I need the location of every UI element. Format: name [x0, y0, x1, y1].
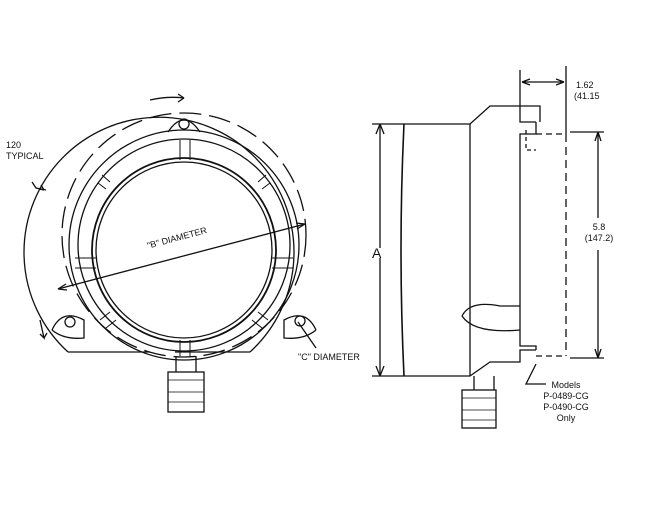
front-view — [23, 93, 317, 413]
c-diameter-label: "C" DIAMETER — [298, 352, 360, 362]
models-note-line4: Only — [556, 413, 576, 423]
depth-dimension-mm: (41.15 — [574, 91, 600, 101]
angle-label-value: 120 — [6, 140, 22, 150]
depth-dimension: 1.62 — [576, 80, 594, 90]
models-note-line3: P-0490-CG — [543, 402, 589, 412]
a-dimension-label: A — [372, 245, 382, 261]
angle-label-typical: TYPICAL — [6, 151, 44, 161]
models-note-line2: P-0489-CG — [543, 391, 589, 401]
height-dimension-mm: (147.2) — [584, 233, 614, 243]
height-dimension: 5.8 — [592, 222, 606, 232]
side-view — [372, 66, 604, 429]
models-note-line1: Models — [551, 380, 581, 390]
